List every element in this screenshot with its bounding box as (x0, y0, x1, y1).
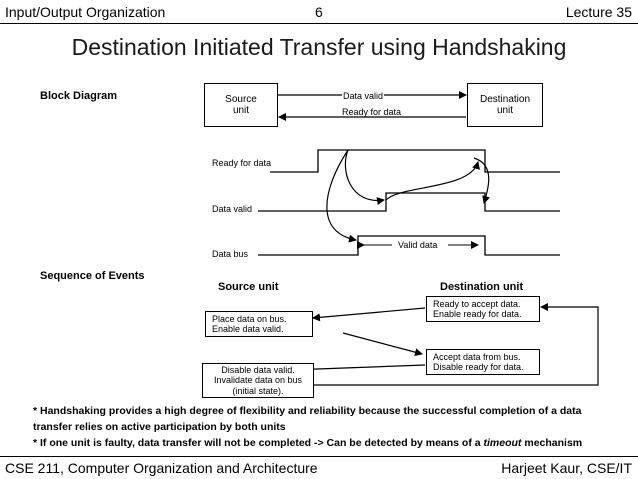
header-course-topic: Input/Output Organization (5, 4, 166, 20)
loop-back-arrow (290, 303, 599, 386)
source-event-place-data-line2: Enable data valid. (212, 324, 284, 335)
note-faulty-unit-pre: * If one unit is faulty, data transfer w… (33, 437, 484, 449)
dest-event-ready: Ready to accept data. Enable ready for d… (426, 296, 540, 322)
source-event-disable-line1: Disable data valid. (221, 365, 295, 375)
ready-for-data-waveform (270, 149, 560, 173)
dest-event-accept-line1: Accept data from bus. (433, 352, 521, 362)
dest-event-accept-line2: Disable ready for data. (433, 362, 524, 373)
note-flexibility-line1: * Handshaking provides a high degree of … (33, 405, 582, 417)
valid-to-ready-arrow (385, 161, 480, 201)
ready-for-data-signal-label: Ready for data (342, 107, 402, 117)
footer-course: CSE 211, Computer Organization and Archi… (5, 460, 318, 476)
data-bus-waveform (258, 235, 560, 256)
ready-to-valid-low-arrow (473, 157, 490, 204)
source-event-disable-line2: Invalidate data on bus (213, 375, 303, 386)
valid-data-label: Valid data (398, 240, 438, 250)
dest-to-source-arrow (312, 307, 426, 322)
source-event-place-data: Place data on bus. Enable data valid. (205, 311, 313, 337)
sequence-of-events-label: Sequence of Events (40, 270, 145, 282)
data-valid-signal-label: Data valid (342, 91, 385, 101)
source-unit-box: Source unit (204, 83, 278, 127)
dest-event-ready-line1: Ready to accept data. (433, 299, 521, 309)
source-event-disable: Disable data valid. Invalidate data on b… (202, 363, 314, 398)
timing-ready-for-data-label: Ready for data (212, 158, 272, 168)
footer-author: Harjeet Kaur, CSE/IT (501, 460, 632, 476)
dest-event-accept: Accept data from bus. Disable ready for … (426, 349, 540, 375)
note-faulty-unit: * If one unit is faulty, data transfer w… (33, 437, 582, 449)
source-event-disable-line3: (initial state). (232, 385, 284, 396)
source-event-place-data-line1: Place data on bus. (212, 314, 287, 324)
ready-to-bus-arrow (326, 149, 357, 243)
page-number: 6 (315, 4, 323, 20)
source-to-dest-arrow (342, 332, 423, 357)
note-flexibility-line2: transfer relies on active participation … (33, 421, 286, 433)
header-rule (0, 23, 638, 24)
note-faulty-unit-timeout: timeout (483, 437, 522, 449)
source-unit-heading: Source unit (218, 281, 279, 293)
ready-to-valid-arrow (344, 149, 385, 205)
note-faulty-unit-post: mechanism (521, 437, 583, 449)
dest-event-ready-line2: Enable ready for data. (433, 309, 522, 320)
lecture-number: Lecture 35 (565, 4, 632, 20)
slide-title: Destination Initiated Transfer using Han… (71, 34, 567, 60)
destination-unit-box: Destination unit (467, 83, 543, 127)
footer-rule (0, 456, 638, 457)
block-diagram-label: Block Diagram (40, 90, 118, 102)
timing-data-valid-label: Data valid (212, 204, 253, 214)
destination-unit-heading: Destination unit (440, 281, 524, 293)
data-valid-waveform (258, 192, 560, 212)
timing-data-bus-label: Data bus (212, 249, 249, 259)
